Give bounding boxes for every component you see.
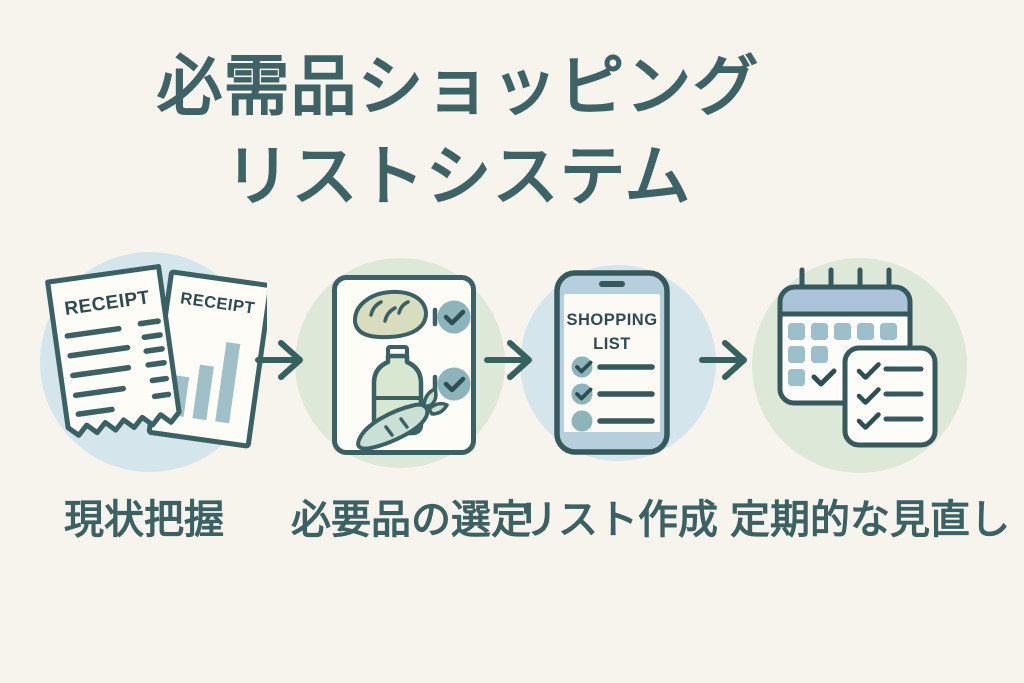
arrow-right-icon-2 <box>484 340 532 380</box>
grocery-selection-icon <box>332 275 476 455</box>
calendar-day-squares <box>788 323 897 386</box>
phone-title-line-2: LIST <box>593 335 631 353</box>
receipt-text-lines <box>64 318 172 417</box>
check-circle-1 <box>437 300 471 334</box>
list-row-1 <box>571 356 655 378</box>
phone-shopping-list-icon: SHOPPING LIST <box>554 270 670 455</box>
arrow-right-icon-3 <box>699 340 747 380</box>
receipts-icon: RECEIPT RECEIPT <box>45 264 267 449</box>
step-4-label: 定期的な見直し <box>730 498 1010 542</box>
calendar-header <box>777 284 913 317</box>
checklist-card <box>842 345 938 448</box>
phone-title-line-1: SHOPPING <box>566 311 657 329</box>
title-line-1: 必需品ショッピング <box>156 49 760 123</box>
list-row-2 <box>571 383 655 405</box>
step-3-label: リスト作成 <box>518 498 718 542</box>
step-2-label: 必要品の選定 <box>291 498 531 542</box>
calendar-review-icon <box>777 267 938 448</box>
list-row-3 <box>571 410 655 432</box>
calendar-check <box>811 368 837 387</box>
receipt-front: RECEIPT <box>45 264 182 438</box>
bar-chart-icon <box>169 342 241 424</box>
bread-icon <box>353 289 428 340</box>
check-circle-2 <box>437 367 471 401</box>
step-1-label: 現状把握 <box>64 498 224 542</box>
carrot-icon <box>356 387 449 451</box>
phone-speaker <box>599 281 625 287</box>
page-title: 必需品ショッピング リストシステム <box>0 42 916 222</box>
arrow-right-icon-1 <box>255 340 303 380</box>
title-line-2: リストシステム <box>224 138 692 213</box>
